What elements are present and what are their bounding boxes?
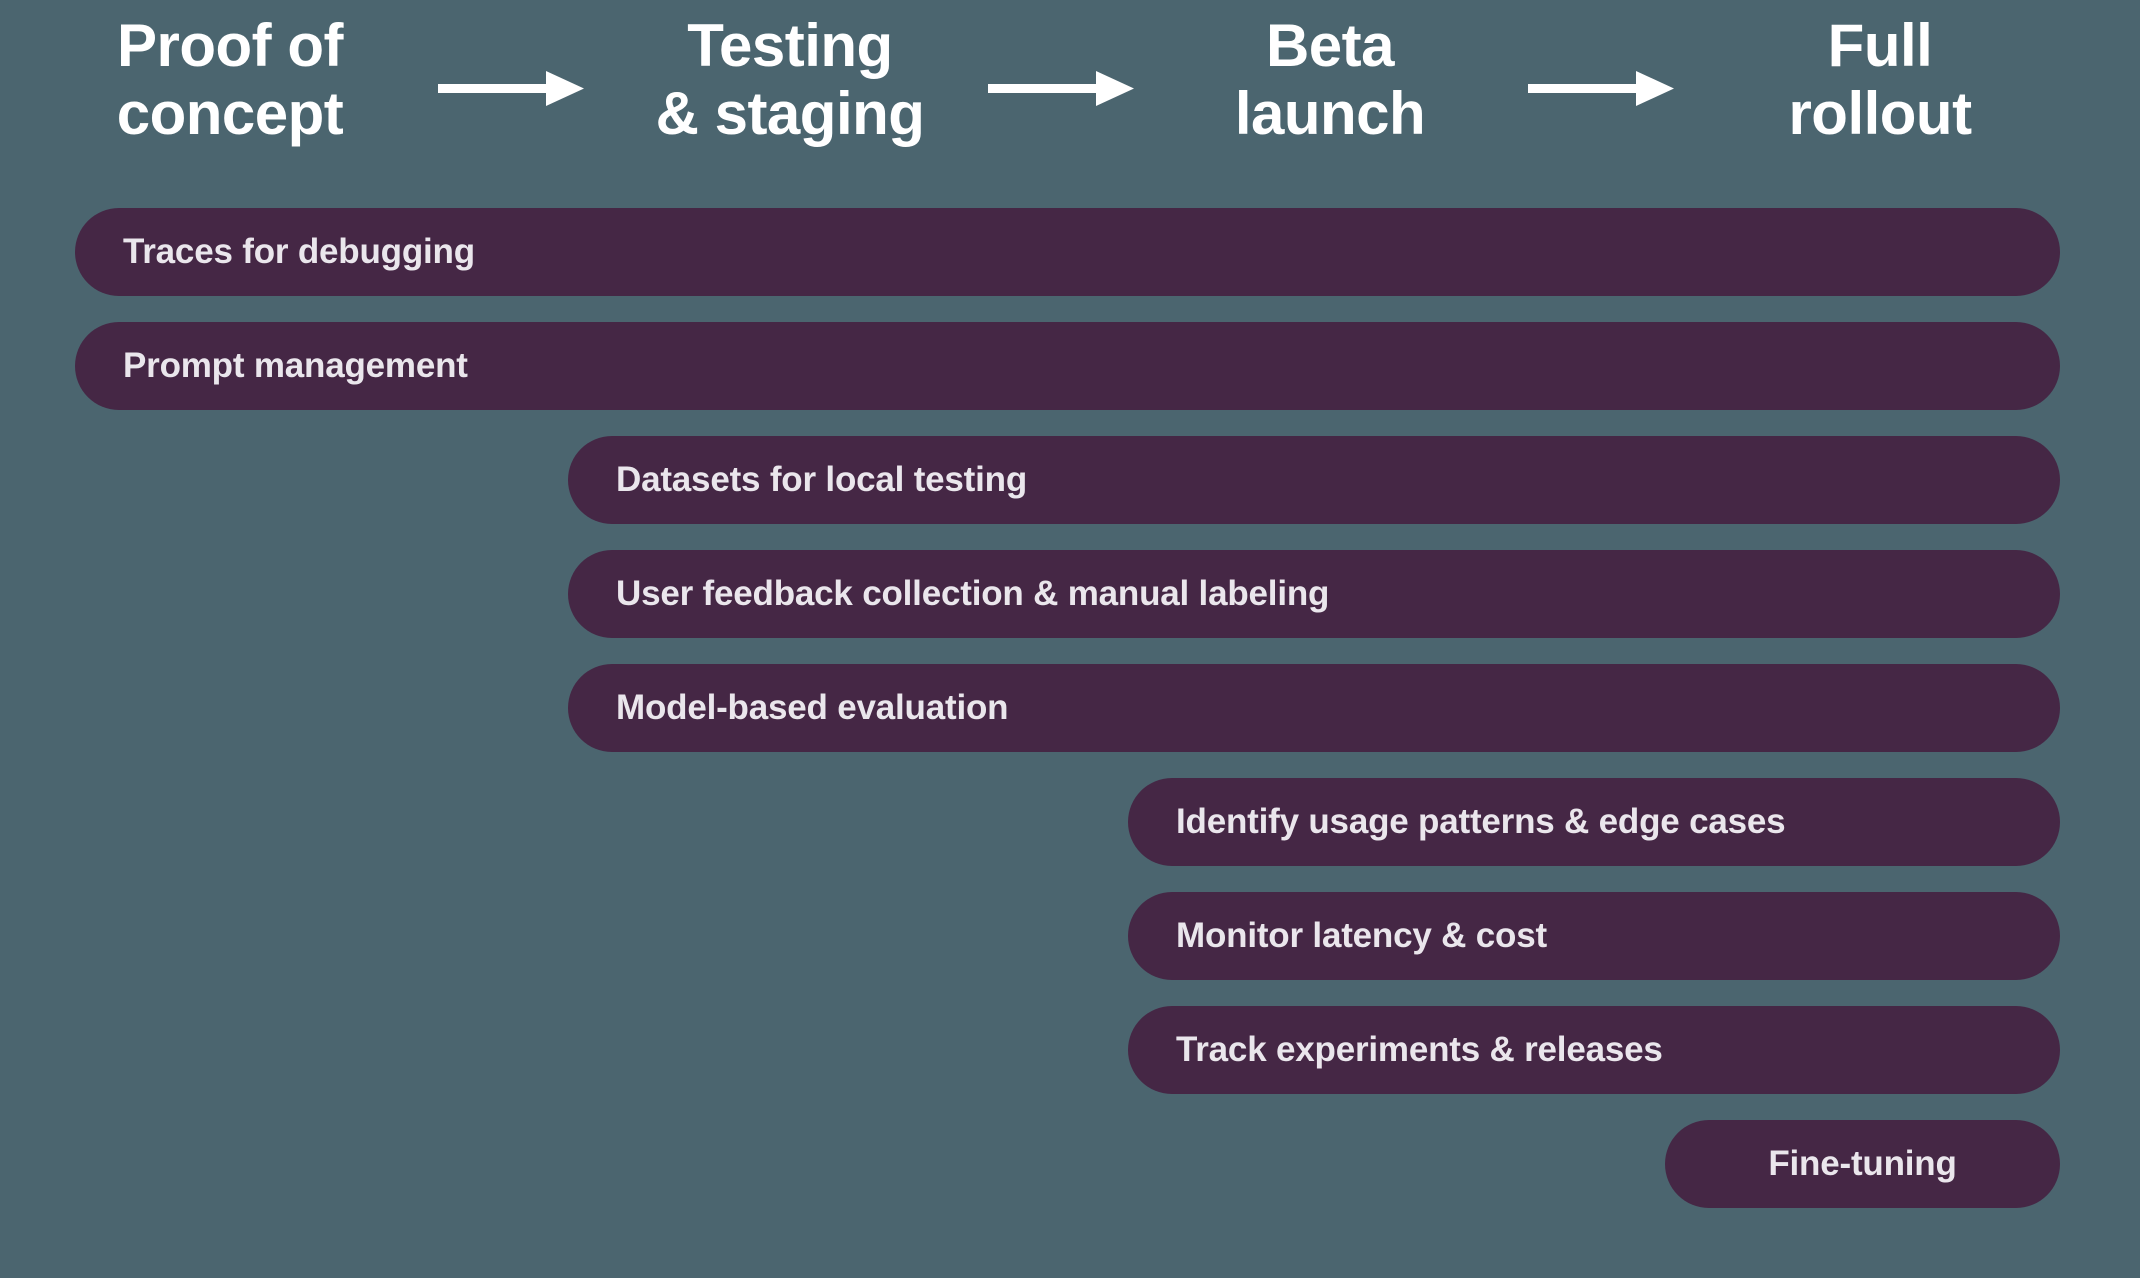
arrow-right-icon	[988, 71, 1134, 106]
phase-label-testing-and-staging: Testing & staging	[655, 12, 925, 148]
phase-label-full-rollout: Full rollout	[1788, 12, 1972, 148]
capability-bar-label: User feedback collection & manual labeli…	[616, 574, 1330, 613]
phase-header-row: Proof of concept Testing & staging Beta …	[0, 0, 2140, 180]
capability-bar[interactable]: Traces for debugging	[75, 208, 2060, 296]
capability-bar-label: Traces for debugging	[123, 232, 475, 271]
capability-bar-label: Track experiments & releases	[1176, 1030, 1663, 1069]
arrow-right-icon	[1528, 71, 1674, 106]
capability-bar-label: Monitor latency & cost	[1176, 916, 1547, 955]
capability-bar-label: Model-based evaluation	[616, 688, 1009, 727]
capability-bar[interactable]: Prompt management	[75, 322, 2060, 410]
capability-bar[interactable]: Monitor latency & cost	[1128, 892, 2060, 980]
capability-bar[interactable]: Identify usage patterns & edge cases	[1128, 778, 2060, 866]
capability-bar-label: Fine-tuning	[1768, 1144, 1957, 1183]
arrow-right-icon	[438, 71, 584, 106]
capability-bar-label: Prompt management	[123, 346, 468, 385]
capability-bar[interactable]: Track experiments & releases	[1128, 1006, 2060, 1094]
phase-label-beta-launch: Beta launch	[1234, 12, 1426, 148]
capability-bar[interactable]: Fine-tuning	[1665, 1120, 2060, 1208]
capability-bar[interactable]: Model-based evaluation	[568, 664, 2060, 752]
phase-label-proof-of-concept: Proof of concept	[116, 12, 344, 148]
capability-bar-label: Identify usage patterns & edge cases	[1176, 802, 1786, 841]
capability-bar[interactable]: Datasets for local testing	[568, 436, 2060, 524]
capability-bar[interactable]: User feedback collection & manual labeli…	[568, 550, 2060, 638]
capability-bar-label: Datasets for local testing	[616, 460, 1028, 499]
